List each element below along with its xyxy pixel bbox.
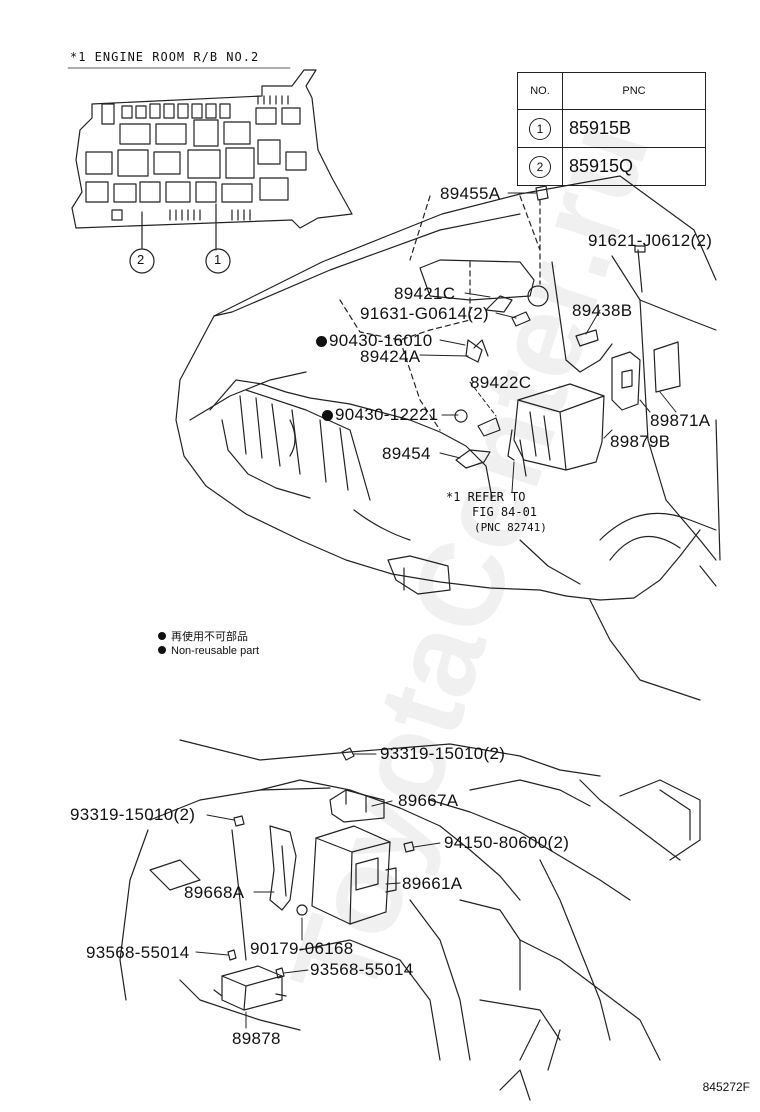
part-number: 90430-12221: [335, 405, 439, 424]
pnc-row: 1 85915B: [517, 109, 706, 148]
part-label-89455A[interactable]: 89455A: [440, 184, 501, 203]
part-label-89454[interactable]: 89454: [382, 444, 431, 463]
part-label-89424A[interactable]: 89424A: [360, 347, 421, 366]
part-label-89422C[interactable]: 89422C: [470, 373, 532, 392]
legend-jp-text: 再使用不可部品: [171, 631, 248, 643]
pnc-row-number: 1: [529, 118, 551, 140]
part-label-89421C[interactable]: 89421C: [394, 284, 456, 303]
part-label-89438B[interactable]: 89438B: [572, 301, 633, 320]
part-label-91631-G0614[interactable]: 91631-G0614(2): [360, 304, 489, 323]
pnc-header-no: NO.: [517, 72, 563, 110]
part-label-89871A[interactable]: 89871A: [650, 411, 711, 430]
legend-jp: 再使用不可部品: [158, 628, 248, 644]
part-label-90179-06168[interactable]: 90179-06168: [250, 939, 354, 958]
pnc-table: NO. PNC 1 85915B 2 85915Q: [517, 72, 706, 186]
refer-note-line1: *1 REFER TO: [446, 490, 526, 504]
part-label-89667A[interactable]: 89667A: [398, 791, 459, 810]
part-label-90430-16010[interactable]: 90430-16010: [316, 332, 433, 349]
inset-title: *1 ENGINE ROOM R/B NO.2: [70, 50, 260, 64]
part-number: 90430-16010: [329, 331, 433, 350]
inset-callout-1: 1: [214, 252, 222, 267]
refer-note-line3: (PNC 82741): [474, 521, 547, 534]
dashboard-outline: [119, 739, 701, 1101]
part-label-94150-80600[interactable]: 94150-80600(2): [444, 833, 570, 852]
non-reusable-dot-icon: [322, 410, 333, 421]
part-label-89668A[interactable]: 89668A: [184, 883, 245, 902]
legend-dot-icon: [158, 646, 166, 654]
part-label-93568-55014-right[interactable]: 93568-55014: [310, 960, 414, 979]
refer-note-line2[interactable]: FIG 84-01: [472, 505, 538, 519]
pnc-row-number: 2: [529, 156, 551, 178]
relay-block-inset: [67, 67, 353, 274]
part-label-89661A[interactable]: 89661A: [402, 874, 463, 893]
legend-en-text: Non-reusable part: [171, 645, 260, 657]
pnc-header-pnc: PNC: [562, 72, 706, 110]
part-label-93319-15010-left[interactable]: 93319-15010(2): [70, 805, 196, 824]
pnc-row-value: 85915Q: [562, 147, 706, 186]
refer-note: *1 REFER TO FIG 84-01 (PNC 82741): [446, 490, 547, 535]
part-label-90430-12221[interactable]: 90430-12221: [322, 406, 439, 423]
pnc-row-value: 85915B: [562, 109, 706, 148]
pnc-row: 2 85915Q: [517, 147, 706, 186]
lower-leader-lines: [195, 753, 441, 1029]
non-reusable-dot-icon: [316, 336, 327, 347]
upper-leader-lines: [419, 192, 677, 493]
legend-dot-icon: [158, 632, 166, 640]
legend-en: Non-reusable part: [158, 645, 259, 657]
part-label-91621-J0612[interactable]: 91621-J0612(2): [588, 231, 713, 250]
inset-callout-2: 2: [137, 252, 145, 267]
figure-id: 845272F: [702, 1080, 750, 1094]
part-label-93568-55014-left[interactable]: 93568-55014: [86, 943, 190, 962]
part-label-89878[interactable]: 89878: [232, 1029, 281, 1048]
part-label-89879B[interactable]: 89879B: [610, 432, 671, 451]
part-label-93319-15010-top[interactable]: 93319-15010(2): [380, 744, 506, 763]
